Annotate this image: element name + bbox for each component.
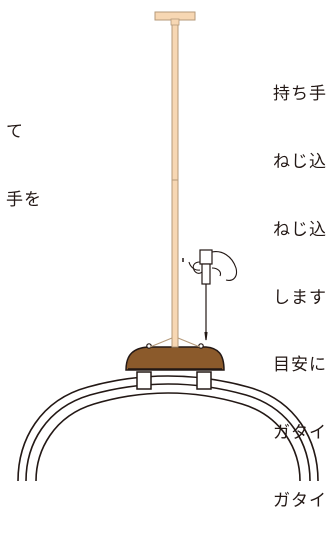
hand-icon: [188, 251, 238, 281]
instruction-line: 目安に: [273, 355, 327, 376]
assembly-illustration: [17, 11, 319, 481]
screw-right: [198, 343, 204, 349]
base-feet: [136, 371, 212, 390]
instruction-line: ねじ込: [273, 219, 327, 240]
screwdriver: [199, 249, 213, 341]
instruction-line: します: [273, 287, 327, 308]
instruction-text-left: て 手を: [6, 76, 42, 234]
screw-left: [146, 343, 152, 349]
wooden-base: [125, 346, 225, 371]
instruction-line: ねじ込: [273, 151, 327, 172]
stand-stem: [149, 11, 201, 348]
instruction-line: ガタイ: [273, 423, 327, 444]
instruction-line: 持ち手: [273, 84, 327, 105]
instruction-line: 手を: [6, 189, 42, 210]
hoop-frame: [17, 375, 319, 481]
instruction-line: て: [6, 122, 24, 143]
instruction-line: ガタイ: [273, 490, 327, 511]
